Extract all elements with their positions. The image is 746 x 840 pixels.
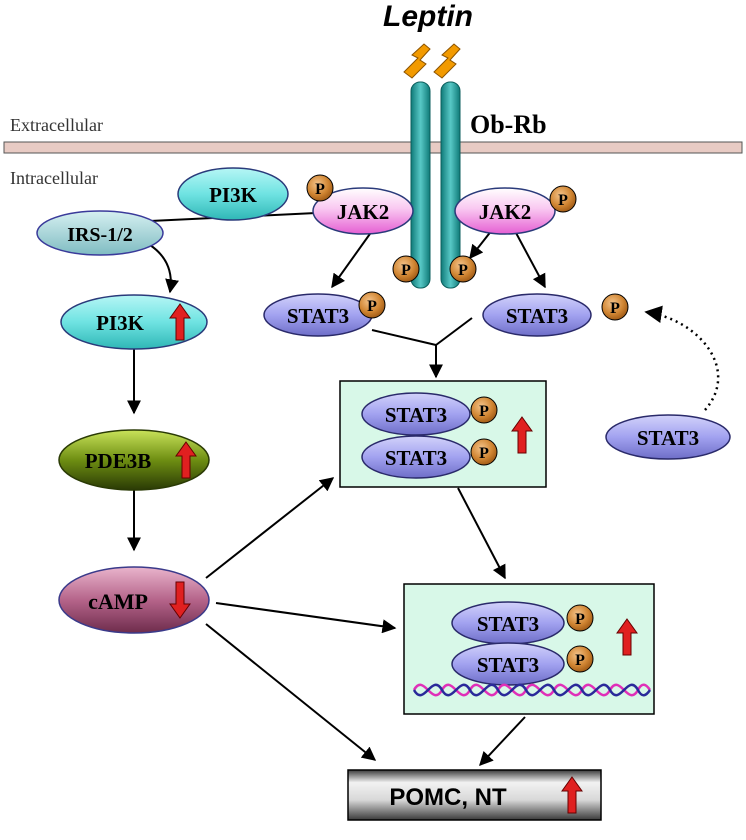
phospho-jak2-left: P	[306, 174, 334, 202]
extracellular-label: Extracellular	[10, 115, 103, 135]
pde3b-node	[58, 429, 210, 491]
stat3-free-node	[605, 414, 731, 460]
pi3k-mid-node	[60, 294, 208, 350]
jak2-left-label: JAK2	[337, 200, 390, 224]
arrow-dimer2-to-output	[479, 716, 526, 767]
arrow-jak2-to-stat3-left	[331, 230, 373, 289]
dimer1-top-label: STAT3	[385, 403, 447, 427]
pde3b-label: PDE3B	[85, 449, 152, 473]
stat3-free-label: STAT3	[637, 426, 699, 450]
receptor-label: Ob-Rb	[470, 110, 547, 139]
phospho-dimer2-bottom: P	[566, 645, 594, 673]
jak2-right-node	[454, 187, 556, 235]
stat3-right-node	[482, 293, 592, 337]
output-label: POMC, NT	[389, 784, 507, 811]
stat3-left-label: STAT3	[287, 304, 349, 328]
phospho-dimer1-top: P	[470, 396, 498, 424]
phospho-receptor-right: P	[449, 255, 477, 283]
svg-text:P: P	[401, 262, 411, 279]
dimer2-bottom-label: STAT3	[477, 653, 539, 677]
camp-label: cAMP	[88, 589, 148, 614]
arrow-camp-to-dimer1	[205, 477, 335, 579]
title-leptin: Leptin	[383, 0, 473, 33]
arrow-irs-to-pi3k	[149, 244, 179, 294]
pi3k-top-label: PI3K	[209, 183, 258, 207]
cell-membrane	[3, 141, 743, 154]
dimer2-top-label: STAT3	[477, 612, 539, 636]
jak2-right-label: JAK2	[479, 200, 532, 224]
arrow-camp-to-output	[205, 623, 377, 761]
phospho-stat3-left: P	[358, 291, 386, 319]
svg-text:P: P	[367, 298, 377, 315]
arrow-jak2-to-stat3-right	[514, 230, 546, 289]
stat3-left-to-merge	[371, 329, 437, 346]
svg-text:P: P	[558, 192, 568, 209]
irs-label: IRS-1/2	[67, 224, 133, 246]
svg-text:P: P	[479, 445, 489, 462]
svg-text:P: P	[610, 300, 620, 317]
arrow-free-stat3-recruit	[644, 305, 720, 411]
camp-node	[58, 566, 210, 634]
svg-text:P: P	[315, 181, 325, 198]
stat3-right-to-merge	[435, 317, 473, 346]
phospho-stat3-right: P	[601, 293, 629, 321]
pi3k-top-node	[177, 167, 289, 221]
phospho-receptor-left: P	[392, 255, 420, 283]
dimer1-bottom-label: STAT3	[385, 446, 447, 470]
phospho-jak2-right: P	[549, 185, 577, 213]
arrow-jak2-to-p-right	[469, 229, 493, 260]
leptin-ligand-icon	[403, 43, 461, 79]
jak2-left-node	[312, 187, 414, 235]
svg-text:P: P	[458, 262, 468, 279]
intracellular-label: Intracellular	[10, 168, 98, 188]
arrow-dimer1-to-dimer2	[457, 487, 506, 580]
phospho-dimer2-top: P	[566, 604, 594, 632]
dimer1-top-stat3	[361, 392, 471, 436]
phospho-dimer1-bottom: P	[470, 438, 498, 466]
pi3k-mid-label: PI3K	[96, 311, 145, 335]
svg-text:P: P	[575, 652, 585, 669]
pomc-nt-output-box	[347, 769, 602, 821]
svg-text:P: P	[575, 611, 585, 628]
svg-text:P: P	[479, 403, 489, 420]
arrow-camp-to-dimer2	[215, 602, 397, 634]
stat3-right-label: STAT3	[506, 304, 568, 328]
dna-helix-icon	[412, 683, 652, 697]
dimer1-bottom-stat3	[361, 435, 471, 479]
irs-node	[36, 210, 164, 256]
ob-rb-receptor	[410, 81, 461, 289]
